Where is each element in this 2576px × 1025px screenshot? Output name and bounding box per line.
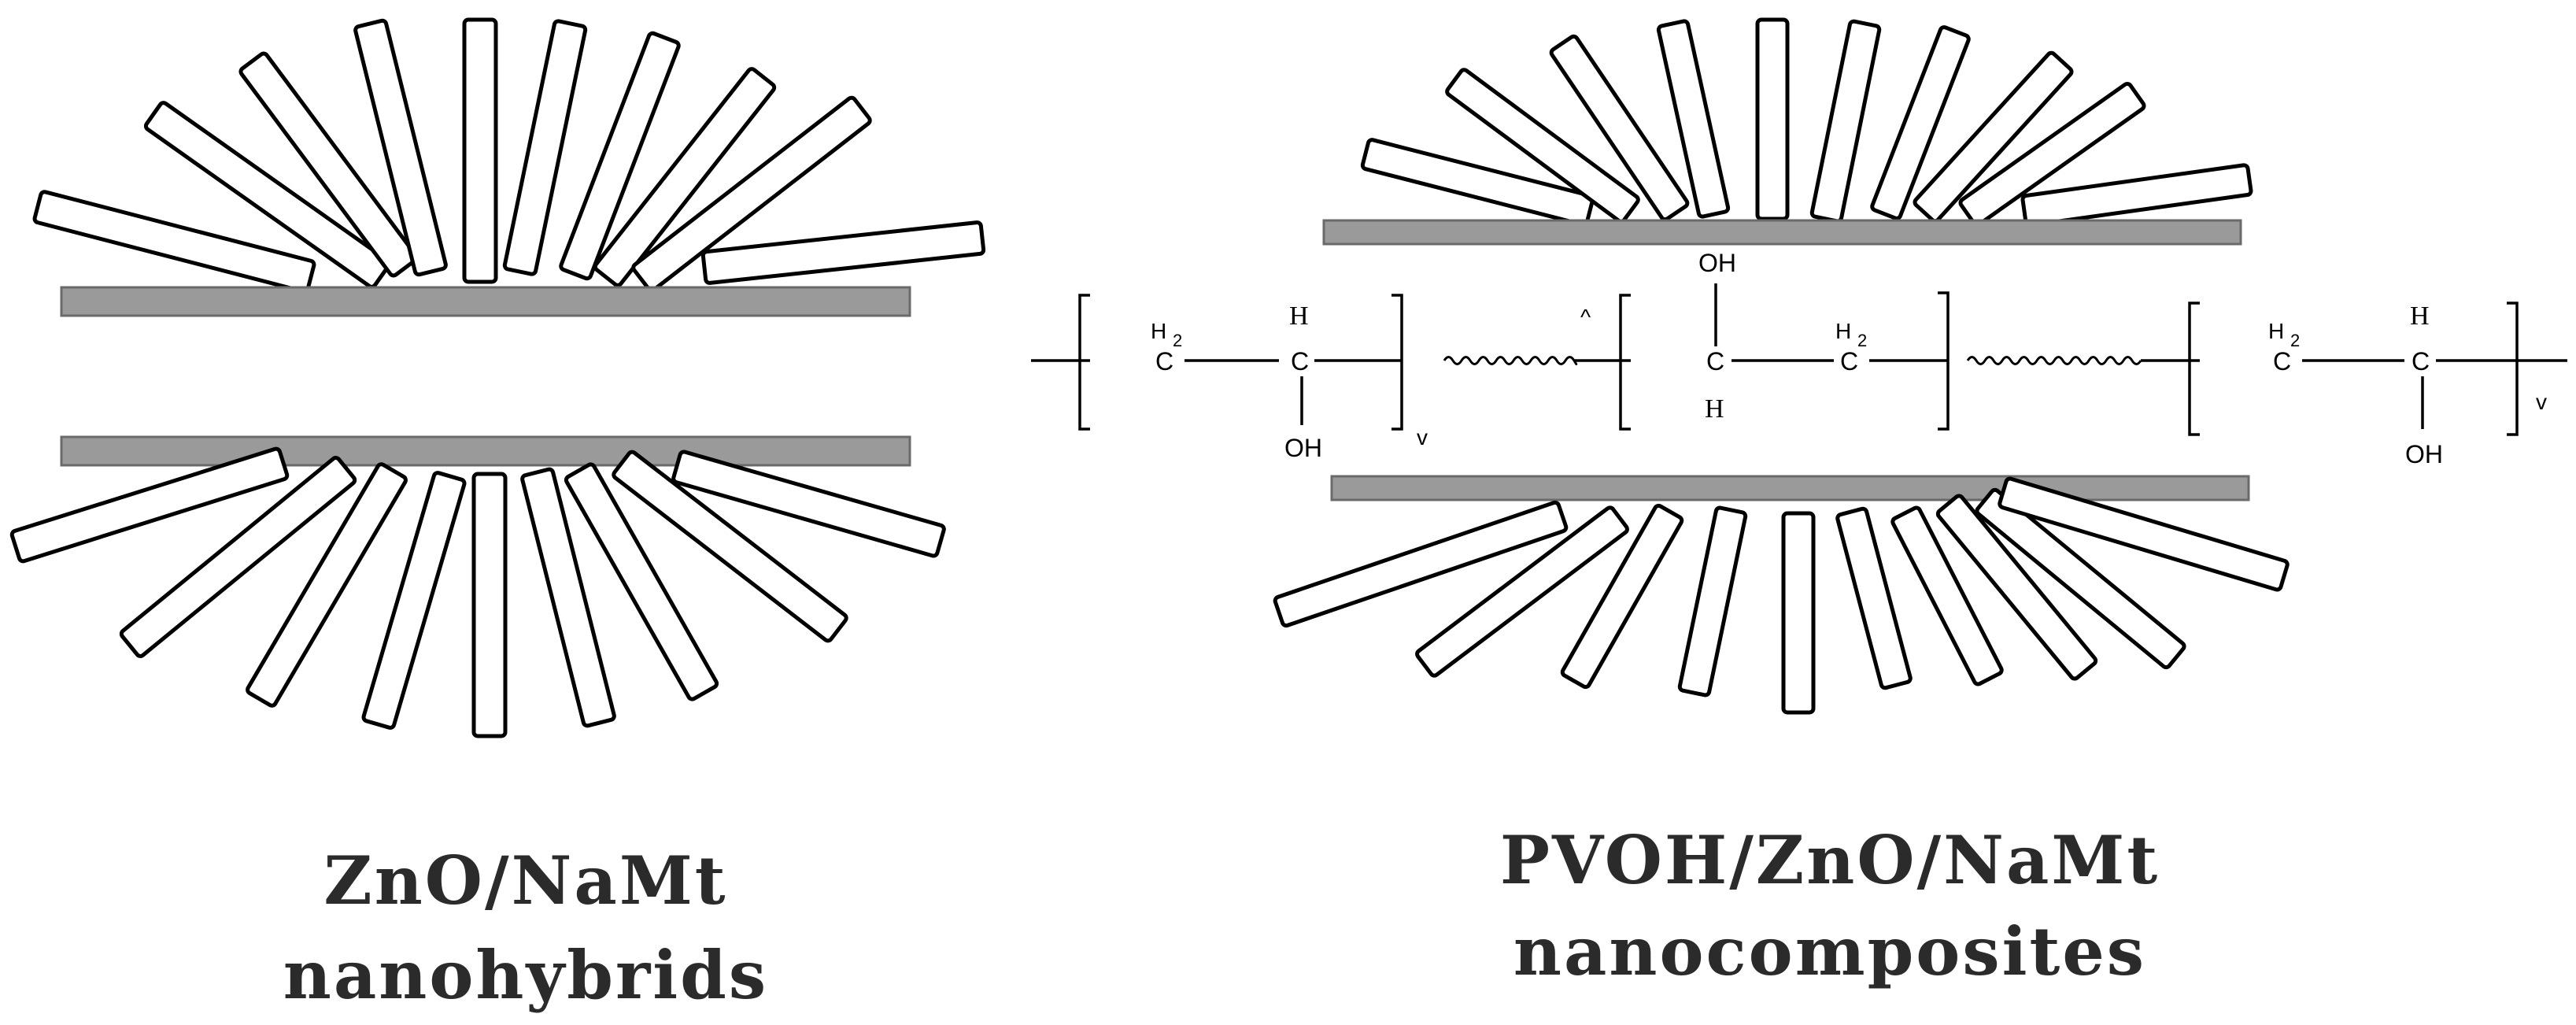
- zno-nanorod-right-top-5: [1755, 17, 1790, 221]
- zno-nanorod-left-top-8: [593, 67, 777, 287]
- hydrogen-a: H: [1289, 302, 1309, 331]
- carbon-a1: C: [1155, 347, 1173, 376]
- carbon-c2: C: [2412, 347, 2430, 376]
- zno-nanorod-left-bottom-7: [564, 462, 719, 701]
- zno-nanorod-right-bottom-8: [1935, 494, 2098, 681]
- zno-nanorod-right-bottom-10: [1998, 476, 2290, 592]
- zno-nanorod-left-bottom-1: [9, 446, 290, 564]
- right-caption-line2: nanocomposites: [1513, 912, 2146, 990]
- zno-nanorod-right-bottom-7: [1890, 505, 2004, 686]
- zno-nanorod-left-top-2: [143, 101, 392, 289]
- zno-nanorod-left-bottom-6: [520, 467, 616, 728]
- zno-nanorod-right-bottom-5: [1781, 511, 1816, 715]
- zno-nanorod-left-bottom-9: [671, 450, 946, 558]
- hydrogen-b: H: [1705, 394, 1724, 424]
- zno-nanorod-right-top-3: [1549, 34, 1690, 222]
- h2-sub-c: H: [2268, 319, 2284, 343]
- left-caption-line1: ZnO/NaMt: [323, 842, 727, 920]
- zno-nanorod-left-top-7: [559, 31, 681, 281]
- h2-two-b: 2: [1857, 331, 1867, 350]
- zno-nanorod-right-top-2: [1445, 68, 1640, 224]
- zno-nanorod-left-top-6: [502, 19, 588, 276]
- h2-two-c: 2: [2290, 331, 2300, 350]
- namt-clay-plate-left-bottom: [60, 435, 911, 467]
- zno-nanorod-right-bottom-3: [1560, 503, 1684, 690]
- hydrogen-c: H: [2410, 302, 2430, 331]
- zno-nanorod-left-top-10: [700, 220, 986, 285]
- namt-clay-plate-left-top: [60, 286, 911, 317]
- zno-nanorod-right-top-8: [1913, 50, 2074, 224]
- hydroxyl-b: OH: [1698, 249, 1736, 277]
- namt-clay-plate-right-bottom: [1330, 475, 2250, 501]
- h2-two-a: 2: [1173, 331, 1182, 350]
- zno-nanorod-right-bottom-6: [1835, 506, 1913, 690]
- zno-nanorod-right-bottom-1: [1273, 500, 1569, 628]
- polymer-wave-2: [1966, 356, 2142, 365]
- zno-namt-nanohybrid-drawing: [9, 17, 986, 738]
- zno-nanorod-right-top-1: [1360, 138, 1595, 227]
- left-caption-line2: nanohybrids: [283, 936, 768, 1014]
- carbon-c1: C: [2273, 347, 2291, 376]
- zno-nanorod-left-top-9: [631, 95, 872, 293]
- repeat-caret: ^: [1580, 305, 1591, 329]
- zno-nanorod-right-bottom-4: [1677, 505, 1748, 698]
- hydroxyl-a: OH: [1284, 434, 1322, 462]
- zno-nanorod-right-bottom-9: [1975, 487, 2186, 670]
- zno-nanorod-right-top-4: [1656, 19, 1731, 219]
- repeat-v-c: v: [2536, 390, 2547, 414]
- zno-nanorod-left-top-1: [32, 190, 316, 294]
- carbon-a2: C: [1291, 347, 1309, 376]
- zno-nanorod-left-bottom-8: [612, 450, 848, 643]
- zno-nanorod-right-top-9: [1958, 81, 2146, 228]
- zno-nanorod-right-bottom-2: [1415, 505, 1629, 678]
- pvoh-zno-namt-nanocomposite-drawing: [1273, 17, 2290, 715]
- zno-nanorod-right-top-7: [1870, 25, 1971, 220]
- pvoh-chain-structure: H 2 C H C OH v ^ OH C H H 2 C H 2 C H C …: [1031, 249, 2567, 468]
- repeat-v-a: v: [1417, 425, 1428, 450]
- zno-nanorod-right-top-6: [1809, 19, 1882, 224]
- h2-sub-b: H: [1835, 319, 1851, 343]
- hydroxyl-c: OH: [2405, 440, 2443, 468]
- h2-sub-a: H: [1151, 319, 1166, 343]
- zno-nanorod-left-bottom-4: [361, 471, 467, 730]
- zno-nanorod-left-bottom-5: [471, 472, 508, 738]
- zno-nanorod-left-top-4: [353, 18, 448, 277]
- namt-clay-plate-right-top: [1322, 219, 2242, 246]
- zno-nanorod-right-top-10: [2020, 163, 2253, 228]
- zno-nanorod-left-top-3: [238, 51, 419, 278]
- zno-nanorod-left-bottom-3: [246, 462, 408, 708]
- zno-nanorod-left-bottom-2: [119, 456, 357, 658]
- carbon-b1: C: [1706, 347, 1724, 376]
- zno-nanorod-left-top-5: [462, 17, 498, 284]
- carbon-b2: C: [1840, 347, 1858, 376]
- polymer-wave-1: [1443, 356, 1578, 365]
- right-caption-line1: PVOH/ZnO/NaMt: [1500, 821, 2160, 899]
